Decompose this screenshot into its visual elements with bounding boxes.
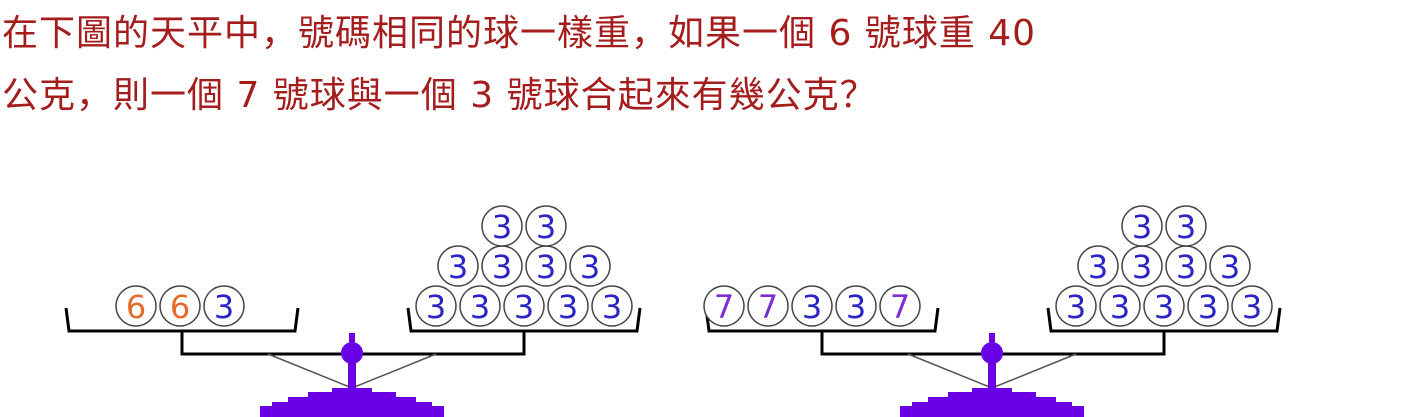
scale-base-step — [260, 406, 444, 417]
ball-3-label: 3 — [1220, 248, 1240, 286]
support-line — [267, 353, 353, 389]
question-line-1: 在下圖的天平中，號碼相同的球一樣重，如果一個 6 號球重 40 — [2, 13, 1037, 54]
ball-3-label: 3 — [426, 288, 446, 326]
ball-3-label: 3 — [802, 288, 822, 326]
ball-3-label: 3 — [448, 248, 468, 286]
ball-7-circle — [747, 285, 789, 327]
scale-post — [988, 353, 996, 389]
ball-7-circle — [879, 285, 921, 327]
support-line — [991, 353, 1077, 389]
scale-pivot-tip — [349, 333, 355, 345]
question-line-2: 公克，則一個 7 號球與一個 3 號球合起來有幾公克？ — [2, 75, 877, 116]
ball-3-circle — [1055, 285, 1097, 327]
ball-6-label: 6 — [126, 288, 146, 326]
scale-base-step — [948, 392, 1036, 398]
support-line — [351, 353, 437, 389]
scale-base-step — [308, 392, 396, 398]
ball-3-label: 3 — [536, 248, 556, 286]
ball-3-circle — [1231, 285, 1273, 327]
ball-3-label: 3 — [514, 288, 534, 326]
ball-6-label: 6 — [170, 288, 190, 326]
ball-6-circle — [159, 285, 201, 327]
ball-3-label: 3 — [1110, 288, 1130, 326]
ball-3-label: 3 — [1132, 208, 1152, 246]
ball-3-circle — [1143, 285, 1185, 327]
scale-pivot — [981, 342, 1003, 364]
ball-3-circle — [791, 285, 833, 327]
ball-3-circle — [1121, 205, 1163, 247]
ball-3-circle — [569, 245, 611, 287]
ball-3-circle — [591, 285, 633, 327]
ball-3-circle — [1165, 205, 1207, 247]
ball-3-label: 3 — [492, 248, 512, 286]
scale-base-step — [332, 388, 372, 394]
scale-base-step — [272, 402, 432, 408]
ball-3-circle — [525, 205, 567, 247]
ball-3-circle — [503, 285, 545, 327]
ball-3-label: 3 — [602, 288, 622, 326]
ball-3-label: 3 — [1242, 288, 1262, 326]
scale-pivot — [341, 342, 363, 364]
ball-3-circle — [1077, 245, 1119, 287]
ball-7-circle — [703, 285, 745, 327]
ball-3-circle — [547, 285, 589, 327]
scale-base-step — [900, 406, 1084, 417]
ball-7-label: 7 — [890, 288, 910, 326]
ball-3-label: 3 — [214, 288, 234, 326]
scale-base-step — [912, 402, 1072, 408]
ball-3-label: 3 — [1154, 288, 1174, 326]
ball-3-circle — [459, 285, 501, 327]
ball-3-label: 3 — [1198, 288, 1218, 326]
scale-base-step — [972, 388, 1012, 394]
ball-3-label: 3 — [1132, 248, 1152, 286]
ball-3-label: 3 — [1176, 248, 1196, 286]
ball-3-label: 3 — [580, 248, 600, 286]
ball-3-circle — [437, 245, 479, 287]
ball-3-label: 3 — [492, 208, 512, 246]
ball-3-circle — [203, 285, 245, 327]
ball-3-label: 3 — [1088, 248, 1108, 286]
ball-3-label: 3 — [536, 208, 556, 246]
ball-6-circle — [115, 285, 157, 327]
ball-3-label: 3 — [846, 288, 866, 326]
ball-3-circle — [1099, 285, 1141, 327]
ball-3-label: 3 — [558, 288, 578, 326]
scale-base-step — [928, 397, 1056, 403]
support-line — [907, 353, 993, 389]
scale-base-step — [288, 397, 416, 403]
ball-3-label: 3 — [1066, 288, 1086, 326]
ball-3-circle — [1209, 245, 1251, 287]
ball-7-label: 7 — [758, 288, 778, 326]
ball-3-label: 3 — [470, 288, 490, 326]
ball-3-label: 3 — [1176, 208, 1196, 246]
ball-7-label: 7 — [714, 288, 734, 326]
ball-3-circle — [415, 285, 457, 327]
scale-pivot-tip — [989, 333, 995, 345]
scale-post — [348, 353, 356, 389]
ball-3-circle — [1187, 285, 1229, 327]
ball-3-circle — [481, 205, 523, 247]
ball-3-circle — [835, 285, 877, 327]
